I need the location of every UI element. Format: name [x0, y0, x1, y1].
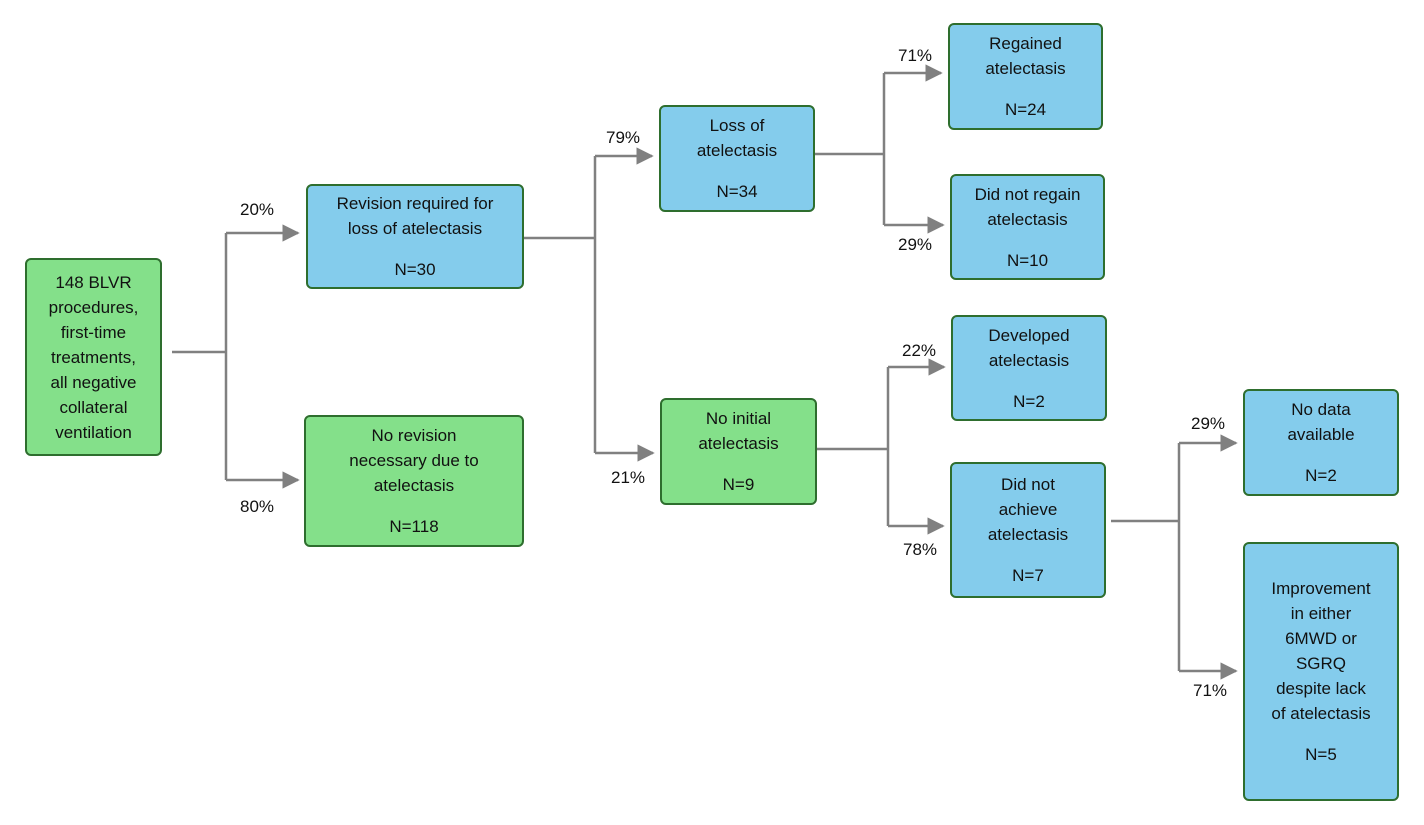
node-no-data-text: No data available	[1287, 400, 1355, 444]
pct-to-improvement: 71%	[1193, 681, 1228, 700]
node-no-initial-text: No initial atelectasis	[698, 409, 779, 453]
node-did-not-achieve-count: N=7	[1012, 566, 1044, 585]
node-root: 148 BLVR procedures, first-time treatmen…	[25, 258, 162, 456]
node-no-data-count: N=2	[1305, 466, 1337, 485]
pct-to-did-not-regain: 29%	[898, 235, 933, 254]
pct-to-loss: 79%	[606, 128, 641, 147]
node-no-initial-count: N=9	[722, 475, 755, 494]
node-did-not-achieve-text: Did not achieve atelectasis	[987, 475, 1069, 544]
node-improvement-count: N=5	[1305, 745, 1337, 764]
pct-to-no-data: 29%	[1191, 414, 1226, 433]
pct-to-developed: 22%	[902, 341, 937, 360]
node-revision-count: N=30	[394, 260, 436, 279]
node-regained-text: Regained atelectasis	[985, 34, 1066, 78]
node-no-revision: No revision necessary due to atelectasis…	[304, 415, 524, 547]
pct-to-no-revision: 80%	[240, 497, 275, 516]
node-developed-text: Developed atelectasis	[988, 325, 1070, 370]
node-loss-text: Loss of atelectasis	[696, 116, 778, 160]
node-root-text: 148 BLVR procedures, first-time treatmen…	[48, 272, 139, 442]
node-regained-count: N=24	[1004, 100, 1047, 119]
pct-to-did-not-achieve: 78%	[903, 540, 938, 559]
node-no-revision-text: No revision necessary due to atelectasis	[349, 426, 479, 495]
node-developed: Developed atelectasis N=2	[951, 315, 1107, 421]
node-did-not-regain: Did not regain atelectasis N=10	[950, 174, 1105, 280]
node-revision-text: Revision required for loss of atelectasi…	[336, 194, 494, 238]
node-revision: Revision required for loss of atelectasi…	[306, 184, 524, 289]
node-no-data: No data available N=2	[1243, 389, 1399, 496]
node-did-not-achieve: Did not achieve atelectasis N=7	[950, 462, 1106, 598]
node-improvement: Improvement in either 6MWD or SGRQ despi…	[1243, 542, 1399, 801]
node-developed-count: N=2	[1013, 391, 1045, 411]
node-loss: Loss of atelectasis N=34	[659, 105, 815, 212]
node-no-initial: No initial atelectasis N=9	[660, 398, 817, 505]
node-improvement-text: Improvement in either 6MWD or SGRQ despi…	[1271, 579, 1371, 723]
node-loss-count: N=34	[716, 182, 758, 201]
node-regained: Regained atelectasis N=24	[948, 23, 1103, 130]
pct-to-regained: 71%	[898, 46, 933, 65]
pct-to-revision: 20%	[240, 200, 275, 219]
pct-to-no-initial: 21%	[611, 468, 646, 487]
node-did-not-regain-text: Did not regain atelectasis	[974, 184, 1081, 229]
node-no-revision-count: N=118	[389, 517, 439, 536]
node-did-not-regain-count: N=10	[1006, 250, 1049, 270]
